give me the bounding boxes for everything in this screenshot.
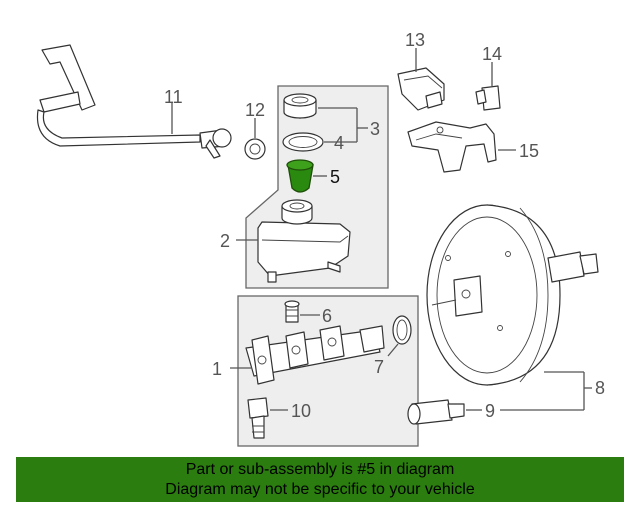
info-banner: Part or sub-assembly is #5 in diagram Di…: [16, 457, 624, 502]
callout-12: 12: [245, 100, 265, 120]
callout-1: 1: [212, 359, 222, 379]
callout-8: 8: [595, 378, 605, 398]
callout-9: 9: [485, 401, 495, 421]
plug-part-6[interactable]: [284, 300, 300, 323]
callout-14: 14: [482, 44, 502, 64]
brake-booster-part-8[interactable]: [426, 204, 599, 386]
callout-10: 10: [291, 401, 311, 421]
strainer-part-5[interactable]: [286, 159, 314, 193]
reservoir-cap-part-3[interactable]: [283, 93, 317, 119]
callout-13: 13: [405, 30, 425, 50]
seal-ring-part-4[interactable]: [282, 132, 324, 152]
callout-7: 7: [374, 357, 384, 377]
master-cylinder-part-1[interactable]: [245, 325, 385, 385]
bracket-part-15[interactable]: [407, 121, 497, 173]
callout-11: 11: [164, 87, 183, 107]
callout-6: 6: [322, 306, 332, 326]
pressure-sensor-part-10[interactable]: [247, 397, 269, 439]
callout-15: 15: [519, 141, 539, 161]
callout-2: 2: [220, 231, 230, 251]
actuator-part-13[interactable]: [397, 67, 445, 111]
vacuum-sensor-part-9[interactable]: [407, 399, 465, 425]
connector-part-14[interactable]: [475, 85, 501, 111]
callout-4: 4: [334, 133, 344, 153]
vacuum-hose-part-11[interactable]: [36, 44, 232, 159]
banner-line-1: Part or sub-assembly is #5 in diagram: [185, 461, 455, 478]
banner-line-2: Diagram may not be specific to your vehi…: [165, 481, 475, 498]
o-ring-part-7[interactable]: [392, 315, 412, 345]
callout-3: 3: [370, 119, 380, 139]
callout-5: 5: [330, 167, 340, 187]
grommet-part-12[interactable]: [244, 138, 266, 160]
reservoir-part-2[interactable]: [257, 199, 351, 283]
